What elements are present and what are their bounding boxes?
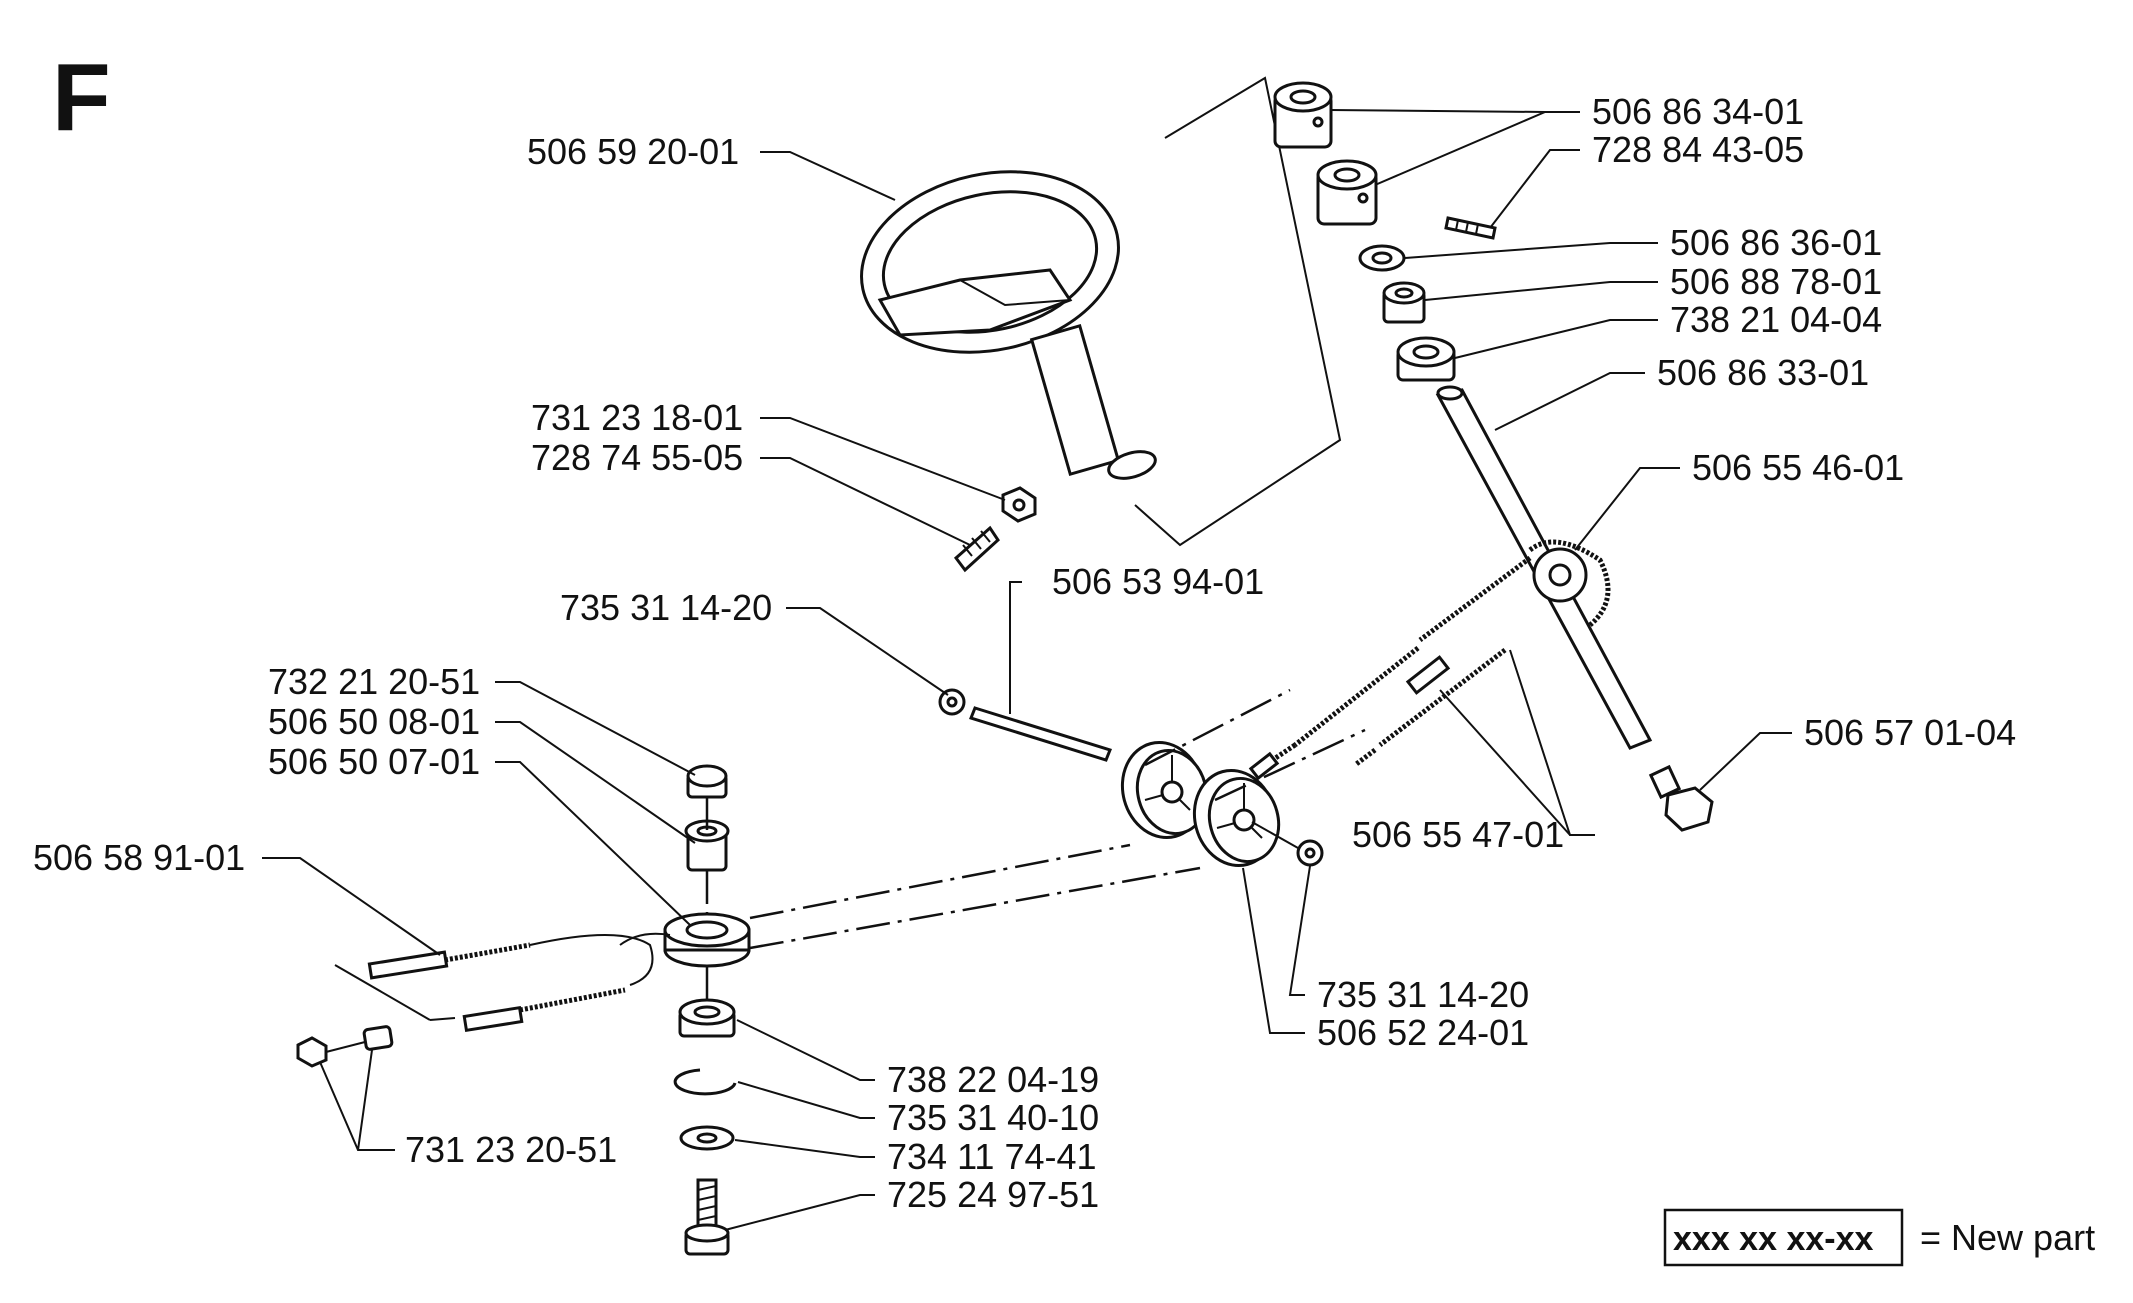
nut-upper xyxy=(1001,486,1037,523)
label-washer-column: 506 86 36-01 xyxy=(1670,222,1882,263)
nuts-cable xyxy=(296,1025,394,1068)
label-clip-left: 735 31 14-20 xyxy=(560,587,772,628)
nut-top-left xyxy=(686,764,728,799)
setscrew xyxy=(1444,216,1497,240)
label-shaft: 506 86 33-01 xyxy=(1657,352,1869,393)
label-pulley-main: 506 50 07-01 xyxy=(268,741,480,782)
label-pulley-pair: 506 52 24-01 xyxy=(1317,1012,1529,1053)
label-cable-assembly: 506 55 47-01 xyxy=(1352,814,1564,855)
label-nuts-cable: 731 23 20-51 xyxy=(405,1129,617,1170)
alignment-lines xyxy=(705,688,1366,1000)
label-main-cable: 506 58 91-01 xyxy=(33,837,245,878)
bearing-low xyxy=(678,998,736,1038)
circlip xyxy=(673,1068,737,1096)
label-axle-pin: 506 53 94-01 xyxy=(1052,561,1264,602)
bolt-bottom xyxy=(1648,764,1714,832)
leader-lines xyxy=(262,109,1792,1231)
legend-box-text: xxx xx xx-xx xyxy=(1673,1220,1873,1258)
bushing-column xyxy=(1382,281,1426,324)
legend-text: = New part xyxy=(1920,1217,2095,1258)
label-nut-top-left: 732 21 20-51 xyxy=(268,661,480,702)
label-bushing-column: 506 88 78-01 xyxy=(1670,261,1882,302)
label-steering-wheel: 506 59 20-01 xyxy=(527,131,739,172)
label-bearing-column: 738 21 04-04 xyxy=(1670,299,1882,340)
bolt-low xyxy=(684,1178,730,1256)
label-spacer: 506 50 08-01 xyxy=(268,701,480,742)
label-bolt-bottom: 506 57 01-04 xyxy=(1804,712,2016,753)
clip-left xyxy=(938,688,966,716)
label-screw-upper: 728 74 55-05 xyxy=(531,437,743,478)
bushing-top xyxy=(1273,81,1333,149)
bushing-second xyxy=(1316,159,1378,226)
washer-column xyxy=(1358,244,1406,272)
section-letter: F xyxy=(52,44,111,151)
chain-sprocket xyxy=(1418,539,1611,643)
label-bolt-low: 725 24 97-51 xyxy=(887,1174,1099,1215)
main-cable xyxy=(334,932,671,1033)
axle-pin xyxy=(969,706,1112,762)
label-setscrew: 728 84 43-05 xyxy=(1592,129,1804,170)
label-bearing-low: 738 22 04-19 xyxy=(887,1059,1099,1100)
pulley-main xyxy=(663,912,751,968)
label-clip-right: 735 31 14-20 xyxy=(1317,974,1529,1015)
pulley-pair xyxy=(1120,740,1281,868)
bearing-column xyxy=(1396,336,1456,382)
legend-box xyxy=(1663,1208,1904,1267)
cable-assembly xyxy=(1248,646,1507,781)
label-nut-upper: 731 23 18-01 xyxy=(531,397,743,438)
washer-low xyxy=(679,1125,735,1151)
label-chain-sprocket: 506 55 46-01 xyxy=(1692,447,1904,488)
label-circlip: 735 31 40-10 xyxy=(887,1097,1099,1138)
screw-upper xyxy=(953,525,1000,573)
steering-wheel xyxy=(860,170,1157,480)
legend: xxx xx xx-xx = New part xyxy=(1663,1208,2095,1267)
label-washer-low: 734 11 74-41 xyxy=(887,1136,1097,1177)
label-bushing-top: 506 86 34-01 xyxy=(1592,91,1804,132)
clip-right xyxy=(1296,839,1324,867)
detail-frame xyxy=(1134,76,1342,547)
